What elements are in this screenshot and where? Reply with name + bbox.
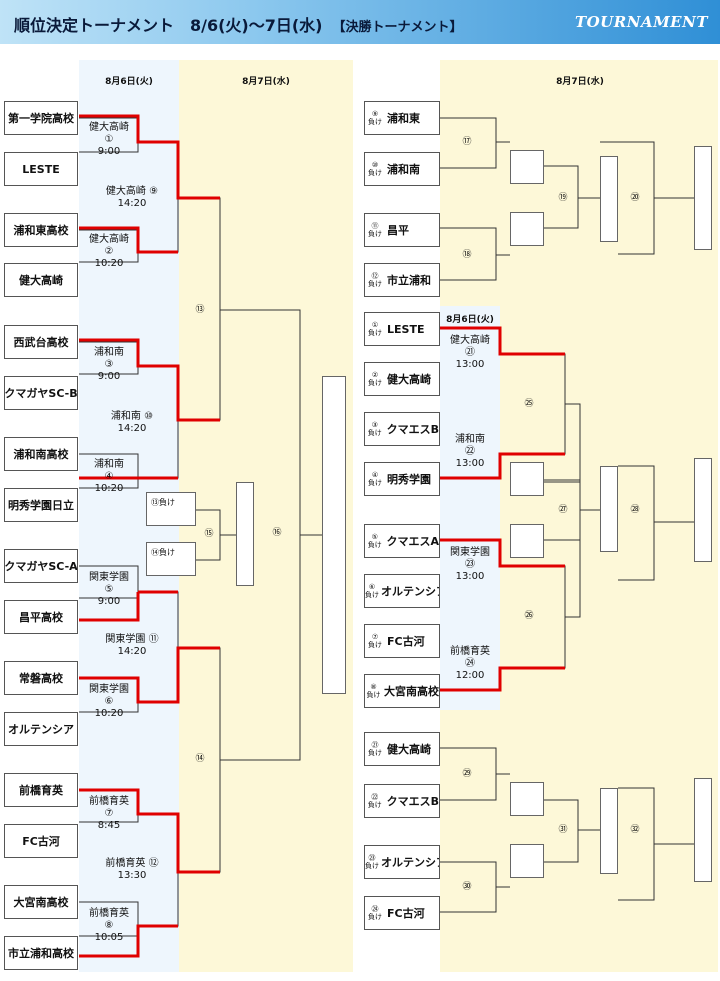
left-day1-label: 8月6日(火) [105, 77, 153, 87]
consolation-slot-a: ⑬負け [146, 492, 196, 526]
right-b-slot-1 [510, 462, 544, 496]
left-team-14: FC古河 [4, 824, 78, 858]
consolation-winner-slot [236, 482, 254, 586]
left-team-13: 前橋育英 [4, 773, 78, 807]
right-a-num-2: ⑱ [462, 250, 472, 260]
left-team-11: 常磐高校 [4, 661, 78, 695]
right-c-num-1: ㉙ [462, 769, 472, 779]
left-team-8: 明秀学園日立 [4, 488, 78, 522]
left-team-5: 西武台高校 [4, 325, 78, 359]
page-title: 順位決定トーナメント 8/6(火)～7日(水)【決勝トーナメント】 [14, 16, 463, 35]
right-b-slot-4 [694, 458, 712, 562]
right-a-slot-1 [510, 150, 544, 184]
right-c-slot-1 [510, 782, 544, 816]
right-b-team-6: ⑥負けオルテンシア [364, 574, 440, 608]
left-team-1: 第一学院高校 [4, 101, 78, 135]
left-semi-2-num: ⑭ [195, 754, 205, 764]
tournament-logo: TOURNAMENT [574, 13, 708, 31]
right-a-slot-4 [694, 146, 712, 250]
left-semi-1-num: ⑬ [195, 305, 205, 315]
left-day2-label: 8月7日(水) [242, 77, 290, 87]
right-b-num-2: ㉖ [524, 611, 534, 621]
left-team-7: 浦和南高校 [4, 437, 78, 471]
left-team-4: 健大高崎 [4, 263, 78, 297]
right-day1-label: 8月6日(火) [446, 315, 494, 325]
left-final-num: ⑯ [272, 528, 282, 538]
right-a-slot-3 [600, 156, 618, 242]
left-team-15: 大宮南高校 [4, 885, 78, 919]
right-b-num-3: ㉗ [558, 505, 568, 515]
consolation-slot-b: ⑭負け [146, 542, 196, 576]
right-c-slot-2 [510, 844, 544, 878]
right-c-num-3: ㉛ [558, 825, 568, 835]
left-team-6: クマガヤSC-B [4, 376, 78, 410]
right-b-num-1: ㉕ [524, 399, 534, 409]
left-team-3: 浦和東高校 [4, 213, 78, 247]
right-day1-band [440, 306, 500, 710]
final-winner-slot [322, 376, 346, 694]
left-team-2: LESTE [4, 152, 78, 186]
left-team-9: クマガヤSC-A [4, 549, 78, 583]
right-c-num-2: ㉚ [462, 882, 472, 892]
header-bar: 順位決定トーナメント 8/6(火)～7日(水)【決勝トーナメント】 TOURNA… [0, 0, 720, 44]
right-c-team-3: ㉓負けオルテンシア [364, 845, 440, 879]
page-subtitle: 【決勝トーナメント】 [332, 20, 463, 35]
right-a-slot-2 [510, 212, 544, 246]
right-c-slot-4 [694, 778, 712, 882]
right-a-num-3: ⑲ [558, 193, 568, 203]
right-c-slot-3 [600, 788, 618, 874]
left-team-12: オルテンシア [4, 712, 78, 746]
left-team-16: 市立浦和高校 [4, 936, 78, 970]
left-team-10: 昌平高校 [4, 600, 78, 634]
right-b-num-4: ㉘ [630, 505, 640, 515]
right-c-num-4: ㉜ [630, 825, 640, 835]
right-day2-label: 8月7日(水) [556, 77, 604, 87]
right-a-num-4: ⑳ [630, 193, 640, 203]
consolation-num: ⑮ [204, 529, 214, 539]
right-b-slot-2 [510, 524, 544, 558]
right-a-num-1: ⑰ [462, 137, 472, 147]
right-b-slot-3 [600, 466, 618, 552]
